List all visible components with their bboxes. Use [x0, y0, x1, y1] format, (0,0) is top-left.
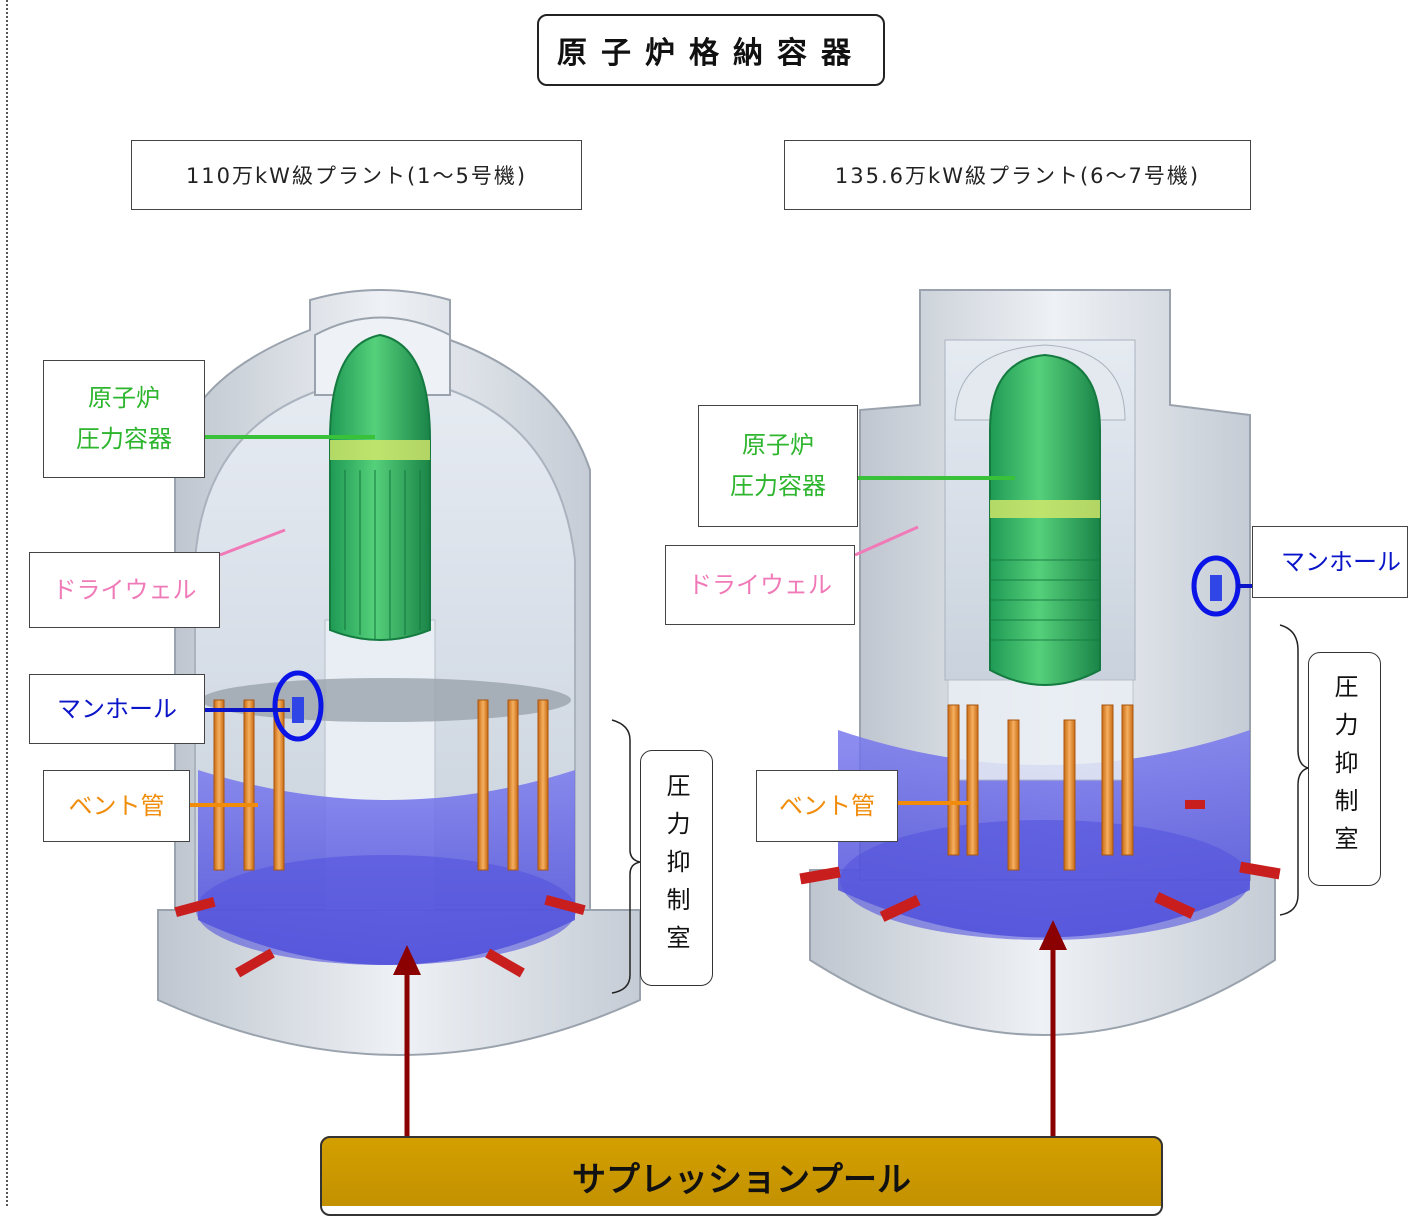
right-rpv-line1: 原子炉	[742, 431, 814, 460]
page-border	[6, 0, 8, 1206]
left-rpv-label: 原子炉 圧力容器	[43, 360, 205, 478]
left-drywell-label: ドライウェル	[29, 552, 220, 628]
right-rpv-line2: 圧力容器	[730, 472, 826, 500]
right-manhole-label: マンホール	[1252, 526, 1408, 598]
right-rpv-label: 原子炉 圧力容器	[698, 405, 858, 527]
pool-banner-bg	[320, 1136, 1163, 1206]
left-suppression-chamber-label: 圧力抑制室	[640, 750, 713, 986]
right-suppression-chamber-label: 圧力抑制室	[1308, 652, 1381, 886]
suppression-pool-banner: サプレッションプール	[320, 1136, 1163, 1216]
left-rpv-line1: 原子炉	[88, 384, 160, 413]
right-drywell-label: ドライウェル	[665, 545, 855, 625]
left-rpv-line2: 圧力容器	[76, 425, 172, 453]
left-vent-label: ベント管	[43, 770, 190, 842]
right-vent-label: ベント管	[756, 770, 898, 842]
page-title: 原子炉格納容器	[537, 14, 885, 86]
plant-label-110: 110万kW級プラント(1～5号機)	[131, 140, 582, 210]
right-containment	[799, 289, 1311, 1138]
left-manhole-label: マンホール	[29, 674, 205, 744]
plant-label-1356: 135.6万kW級プラント(6～7号機)	[784, 140, 1251, 210]
left-containment	[157, 289, 641, 1138]
